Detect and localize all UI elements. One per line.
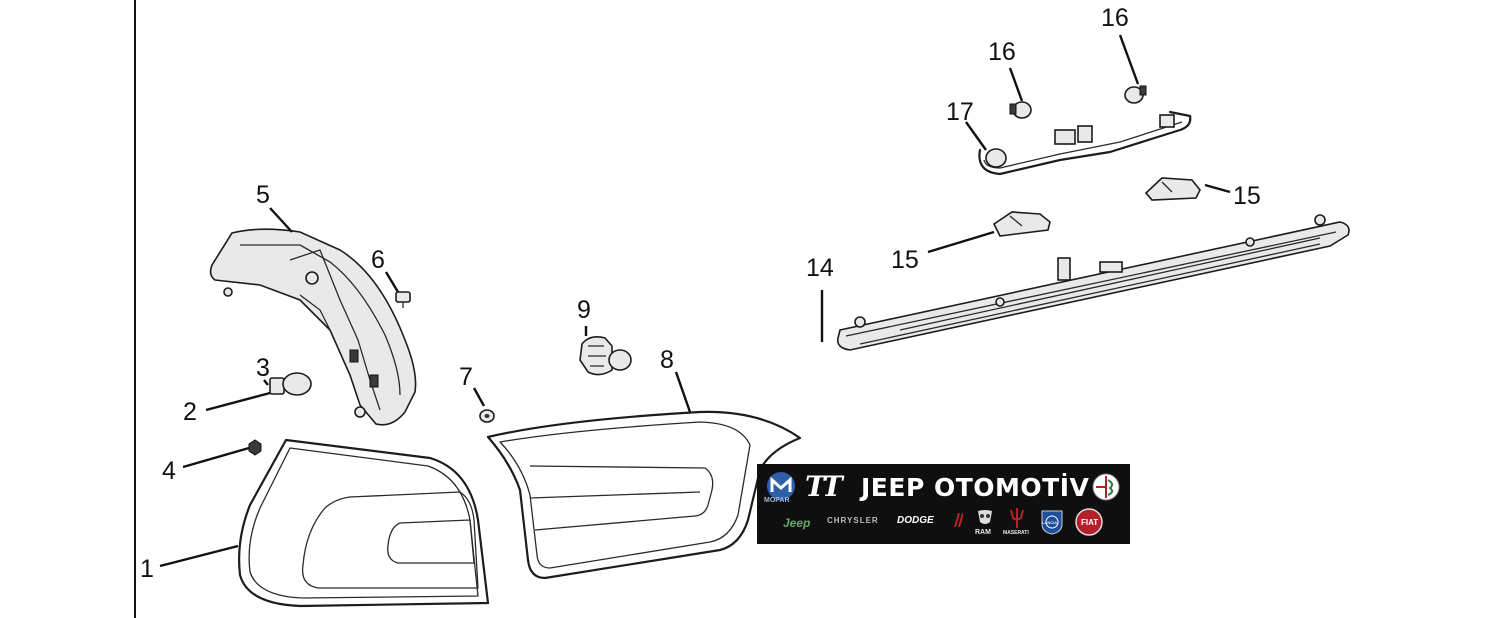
callout-16-right: 16 [1101, 4, 1129, 32]
callout-6: 6 [371, 246, 385, 274]
part-7-grommet [479, 409, 495, 423]
dodge-label: DODGE [897, 515, 934, 526]
jeep-label: Jeep [783, 516, 811, 530]
part-14-center-high-mount-lamp [836, 214, 1350, 351]
lancia-logo-icon [1041, 510, 1063, 535]
callout-3: 3 [256, 354, 270, 382]
mopar-label: MOPAR [764, 497, 790, 504]
callout-4: 4 [162, 457, 176, 485]
part-5-lamp-housing [209, 228, 417, 426]
mopar-logo [767, 472, 795, 500]
callout-9: 9 [577, 296, 591, 324]
callout-16-left: 16 [988, 38, 1016, 66]
callout-15-left: 15 [891, 246, 919, 274]
maserati-label: MASERATI [1003, 530, 1029, 536]
part-1-outer-tail-lamp [238, 438, 490, 608]
chrysler-label: CHRYSLER [827, 516, 879, 525]
callout-2: 2 [183, 398, 197, 426]
part-8-inner-tail-lamp [486, 410, 802, 580]
part-15-license-lamp-right [1144, 177, 1201, 201]
fiat-label: FIAT [1081, 518, 1099, 527]
lancia-label: LANCIA [1042, 520, 1058, 525]
part-16-bulb-right [1124, 85, 1147, 104]
callout-7: 7 [459, 363, 473, 391]
maserati-trident-icon [1010, 508, 1024, 528]
part-2-3-bulb-socket [269, 372, 312, 396]
callout-1: 1 [140, 555, 154, 583]
callout-5: 5 [256, 181, 270, 209]
leader-lines [159, 34, 1231, 568]
callout-8: 8 [660, 346, 674, 374]
fiat-logo-icon [1075, 508, 1103, 536]
part-17-wiring-harness [978, 110, 1192, 176]
callout-17: 17 [946, 98, 974, 126]
dodge-stripes-icon [954, 513, 963, 527]
tt-monogram: TT [805, 470, 843, 503]
part-4-nut [248, 439, 262, 456]
part-15-license-lamp-left [992, 211, 1051, 237]
part-16-bulb-left [1009, 101, 1032, 119]
alfa-romeo-logo-icon [1092, 473, 1120, 501]
part-9-bulb-socket [579, 336, 632, 376]
dealer-title: JEEP OTOMOTİV [861, 473, 1090, 502]
part-6-screw [395, 291, 411, 308]
ram-logo-icon [978, 510, 992, 524]
ram-label: RAM [975, 529, 991, 536]
dealer-watermark: MOPAR TT JEEP OTOMOTİV Jeep CHRYSLER DOD… [757, 464, 1130, 544]
callout-15-right: 15 [1233, 182, 1261, 210]
callout-14: 14 [806, 254, 834, 282]
